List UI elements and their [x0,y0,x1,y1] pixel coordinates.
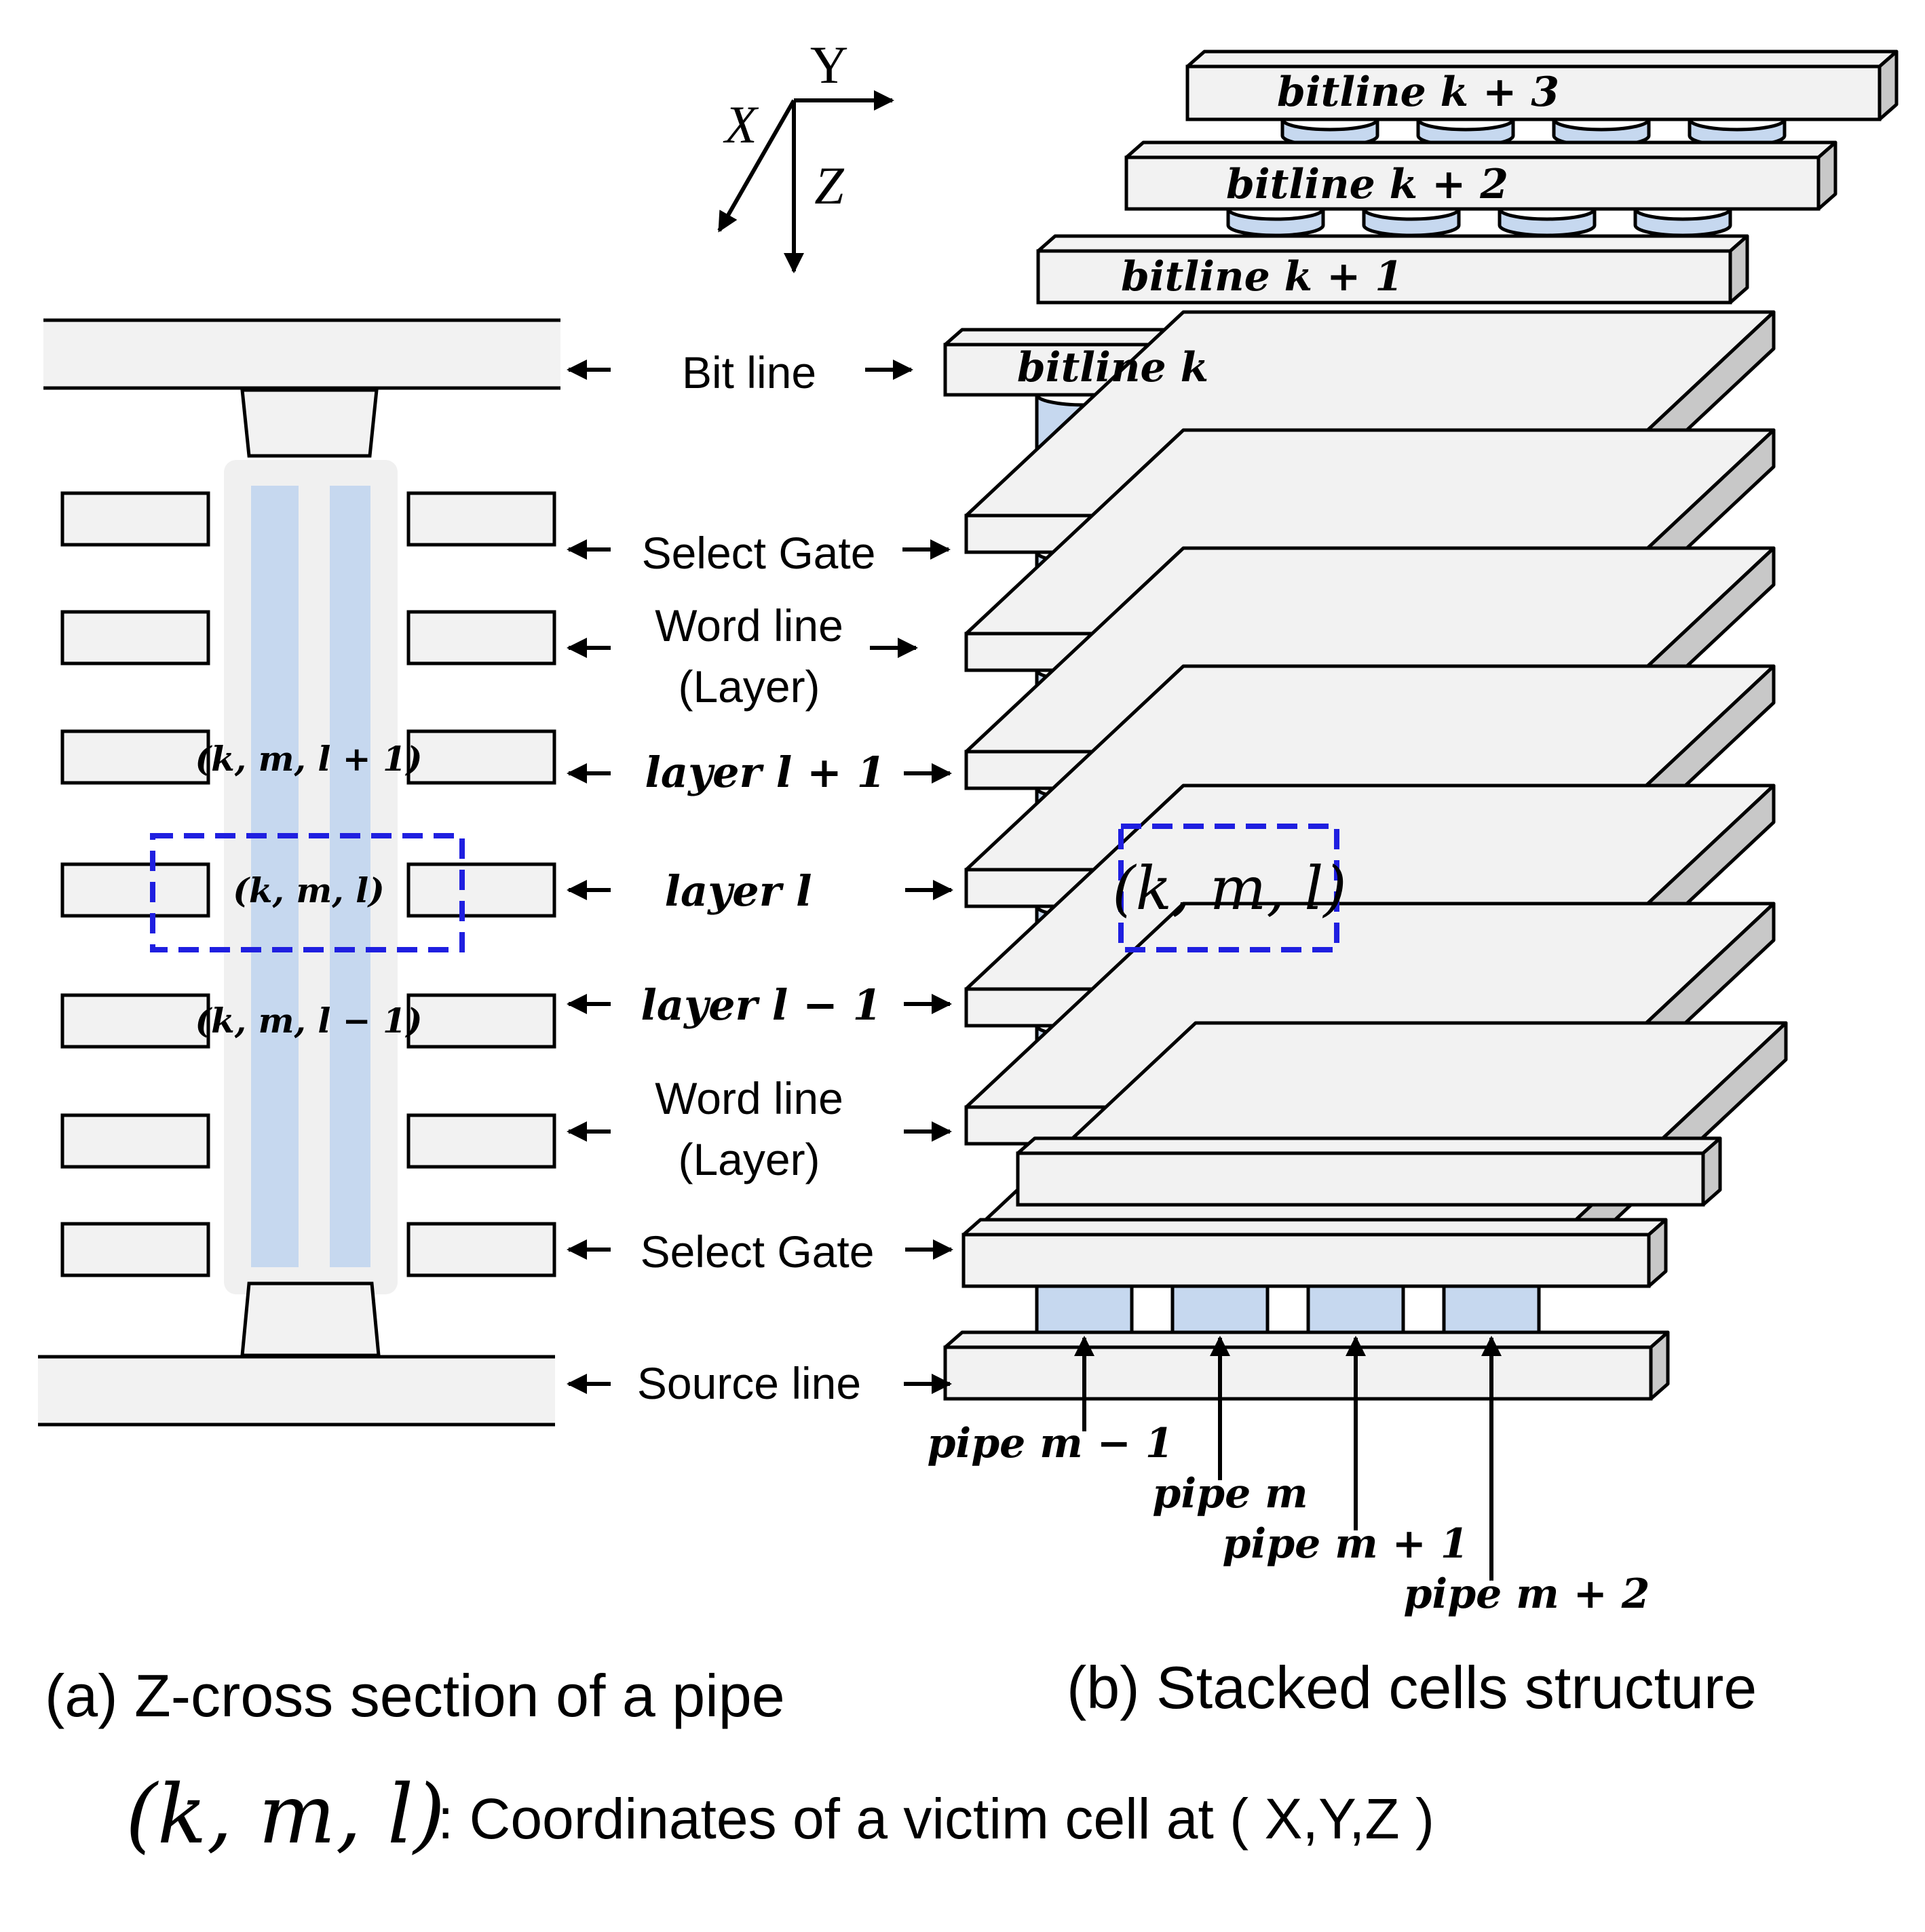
bitline-label-k1: bitline k + 1 [1121,253,1403,301]
cs-victim-box [150,833,465,952]
cs-gate-left [60,1113,210,1169]
cs-gate-right [406,491,556,547]
cs-gate-right [406,993,556,1049]
center-arrows [567,360,953,1394]
legend-text: : Coordinates of a victim cell at ( X,Y,… [438,1787,1434,1851]
bitline-label-k3: bitline k + 3 [1277,69,1559,116]
axes-indicator [717,90,894,273]
pipe-label-m: pipe m [1152,1470,1308,1518]
cs-coord: (k, m, l) [233,870,385,910]
cs-gate-left [60,610,210,665]
pipe-label-m-plus-2: pipe m + 2 [1403,1570,1650,1618]
bitline-k1 [1036,234,1749,305]
cs-gate-left [60,993,210,1049]
pipe-label-m-minus-1: pipe m − 1 [927,1420,1173,1467]
stack-victim-box [1118,824,1339,952]
legend-coord: (k, m, l) [126,1768,445,1862]
cs-gate-right [406,610,556,665]
label-word-line-top-2: (Layer) [678,661,820,712]
cs-pipe-channel-right [330,486,370,1267]
bitline-k2 [1124,140,1837,211]
bitline-k3 [1185,50,1899,121]
label-layer: layer l [665,866,812,916]
cs-pipe-channel-left [251,486,299,1267]
label-source-line: Source line [637,1358,861,1408]
z-axis-label: Z [814,156,845,215]
label-word-line-bottom-2: (Layer) [678,1134,820,1184]
cs-gate-right [406,862,556,918]
pipe-stub-mid [1633,208,1732,237]
pipe-stub-mid [1498,208,1597,237]
caption-b: (b) Stacked cells structure [1067,1654,1757,1721]
label-word-line-top-1: Word line [655,600,843,651]
cross-section-panel [38,318,560,1427]
cs-gate-right [406,1222,556,1277]
label-layer-up: layer l + 1 [645,748,885,797]
y-axis-label: Y [810,35,848,94]
bitline-label-k: bitline k [1017,344,1208,391]
x-axis-arrow [717,99,796,233]
stack-victim-label: (k, m, l) [1112,853,1346,923]
cs-gate-right [406,1113,556,1169]
bitline-label-k2: bitline k + 2 [1226,161,1508,208]
source-line [943,1330,1670,1401]
pipe-stub-mid [1226,208,1325,237]
cs-source-line [38,1357,555,1425]
cs-coord-down: (k, m, l − 1) [195,1001,423,1041]
cs-top-contact [240,388,379,458]
back-line-lower-2 [961,1218,1668,1288]
x-axis-label: X [723,95,759,154]
cs-gate-right [406,729,556,785]
caption-a: (a) Z-cross section of a pipe [45,1662,785,1729]
cs-gate-left [60,729,210,785]
cs-gate-left [60,491,210,547]
cs-gate-left [60,1222,210,1277]
cs-gate-left [60,862,210,918]
label-layer-down: layer l − 1 [641,980,881,1030]
label-select-gate-bottom: Select Gate [641,1226,875,1277]
cs-coord-up: (k, m, l + 1) [195,739,423,779]
pipe-stub-mid [1362,208,1461,237]
cs-bottom-contact [240,1281,381,1357]
cs-bit-line [43,320,560,388]
stacked-structure [943,50,1899,1581]
label-bit-line: Bit line [682,347,816,398]
label-select-gate-top: Select Gate [642,528,876,578]
label-word-line-bottom-1: Word line [655,1073,843,1123]
back-line-lower-1 [1016,1136,1722,1207]
pipe-label-m-plus-1: pipe m + 1 [1222,1520,1468,1568]
